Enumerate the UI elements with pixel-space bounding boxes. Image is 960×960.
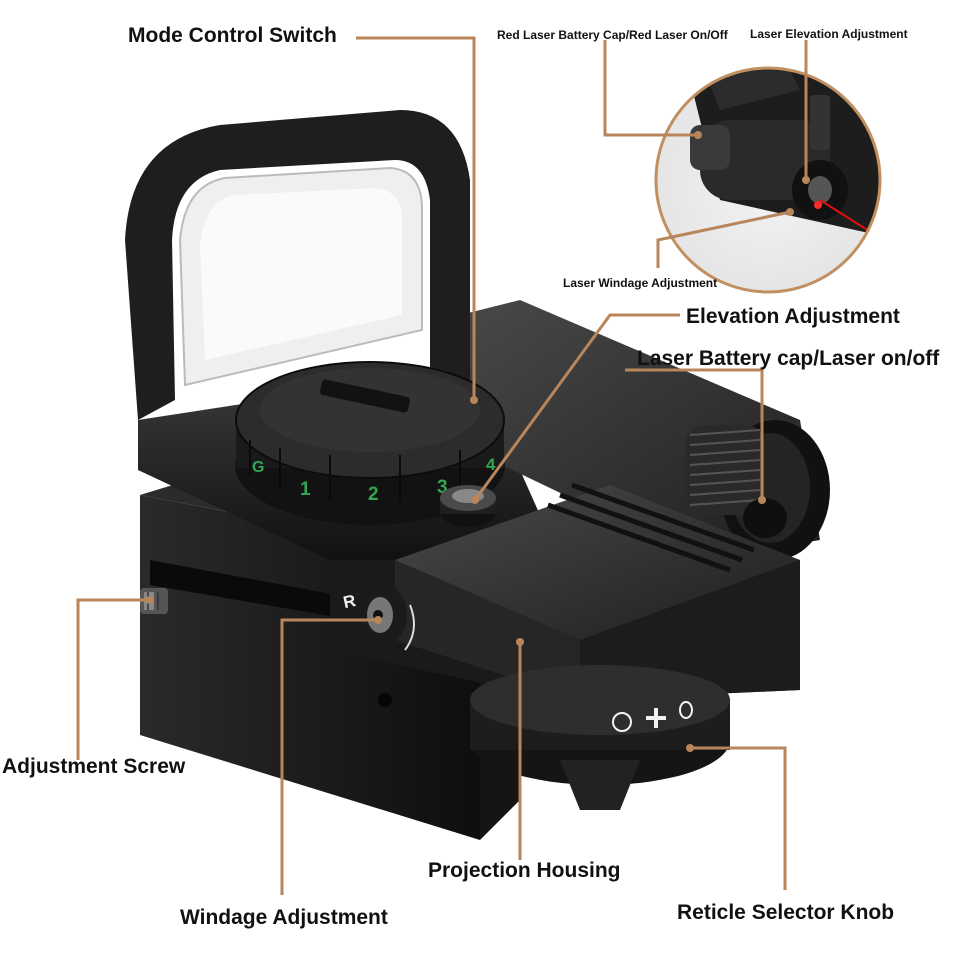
reticle-selector-knob [470, 665, 730, 810]
leader-elevation [473, 313, 680, 501]
leader-mode-control [356, 36, 476, 400]
label-red-laser-battery-cap: Red Laser Battery Cap/Red Laser On/Off [497, 28, 728, 42]
leader-red-laser-battery [603, 40, 698, 137]
label-laser-windage-adjustment: Laser Windage Adjustment [563, 276, 718, 290]
leader-reticle [690, 746, 787, 890]
dial-mark-g: G [252, 459, 264, 476]
leader-laser-windage [656, 210, 791, 268]
label-laser-elevation-adjustment: Laser Elevation Adjustment [750, 27, 908, 41]
mode-control-dial: G 1 2 3 4 [235, 361, 505, 525]
projection-housing [395, 482, 800, 700]
leader-endpoints [146, 131, 810, 752]
label-projection-housing: Projection Housing [428, 859, 621, 882]
windage-knob [363, 585, 415, 651]
dial-mark-2: 2 [368, 484, 379, 505]
label-windage-adjustment: Windage Adjustment [180, 906, 388, 929]
rail-hole [378, 693, 392, 707]
dial-mark-3: 3 [437, 477, 448, 498]
leader-laser-battery [625, 368, 764, 500]
label-mode-control-switch: Mode Control Switch [128, 24, 337, 47]
windage-r-mark: R [341, 591, 357, 612]
label-elevation-adjustment: Elevation Adjustment [686, 305, 900, 328]
laser-battery-cap [685, 425, 787, 538]
leader-adjustment-screw [76, 598, 150, 760]
label-reticle-selector-knob: Reticle Selector Knob [677, 901, 895, 924]
leader-lines [76, 36, 808, 895]
dial-mark-4: 4 [486, 455, 496, 474]
label-laser-battery-cap: Laser Battery cap/Laser on/off [637, 347, 940, 370]
leader-windage [280, 618, 378, 895]
laser-zoom-inset [654, 66, 882, 294]
elevation-screw [440, 485, 496, 527]
dial-mark-1: 1 [300, 479, 311, 500]
label-adjustment-screw: Adjustment Screw [2, 755, 186, 778]
